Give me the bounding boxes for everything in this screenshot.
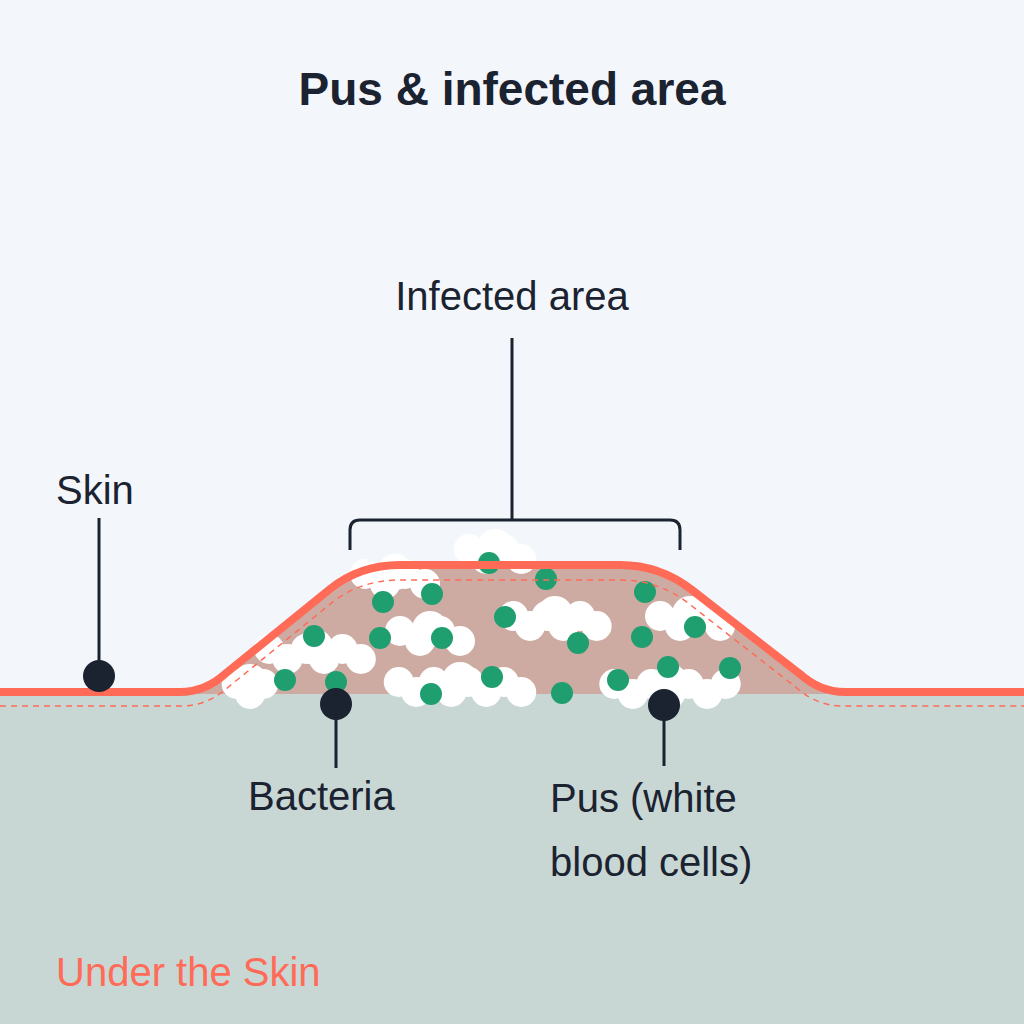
bacteria-dot <box>420 683 442 705</box>
bacteria-dot <box>303 625 325 647</box>
pus-clouds <box>222 529 741 709</box>
leader-dot <box>648 689 680 721</box>
bacteria-dot <box>631 626 653 648</box>
under-skin-ground <box>0 694 1024 1024</box>
region-label: Under the Skin <box>56 948 321 996</box>
leader-dot <box>320 688 352 720</box>
pus-blob <box>506 677 536 707</box>
pus-blob <box>346 644 376 674</box>
pus-blob <box>232 664 268 700</box>
bacteria-dot <box>607 669 629 691</box>
part-label: Bacteria <box>248 772 395 820</box>
bacteria-dot <box>421 583 443 605</box>
bacteria-dot <box>535 568 557 590</box>
bacteria-dot <box>274 669 296 691</box>
dashed-layer-line <box>0 580 1024 706</box>
bacteria-dot <box>431 627 453 649</box>
bacteria-dot <box>494 606 516 628</box>
bacteria-dot <box>657 656 679 678</box>
skin-line <box>0 565 1024 692</box>
bacteria-dot <box>684 616 706 638</box>
pus-blob <box>537 596 573 632</box>
bacteria-dot <box>719 657 741 679</box>
bacteria-dot <box>481 666 503 688</box>
bacteria-dot <box>551 682 573 704</box>
bracket <box>350 520 680 550</box>
part-label: Pus (white blood cells) <box>550 766 830 894</box>
bacteria-dot <box>634 581 656 603</box>
part-label: Skin <box>56 466 134 514</box>
bacteria-dot <box>567 632 589 654</box>
title: Pus & infected area <box>299 62 726 117</box>
pus-blob <box>442 662 478 698</box>
bacteria-dot <box>369 627 391 649</box>
leader-dot <box>83 660 115 692</box>
bacteria-dot <box>372 591 394 613</box>
leader-line <box>511 338 514 520</box>
region-label: Infected area <box>395 272 629 320</box>
pus-blob <box>377 554 413 590</box>
leader-line <box>98 518 101 676</box>
